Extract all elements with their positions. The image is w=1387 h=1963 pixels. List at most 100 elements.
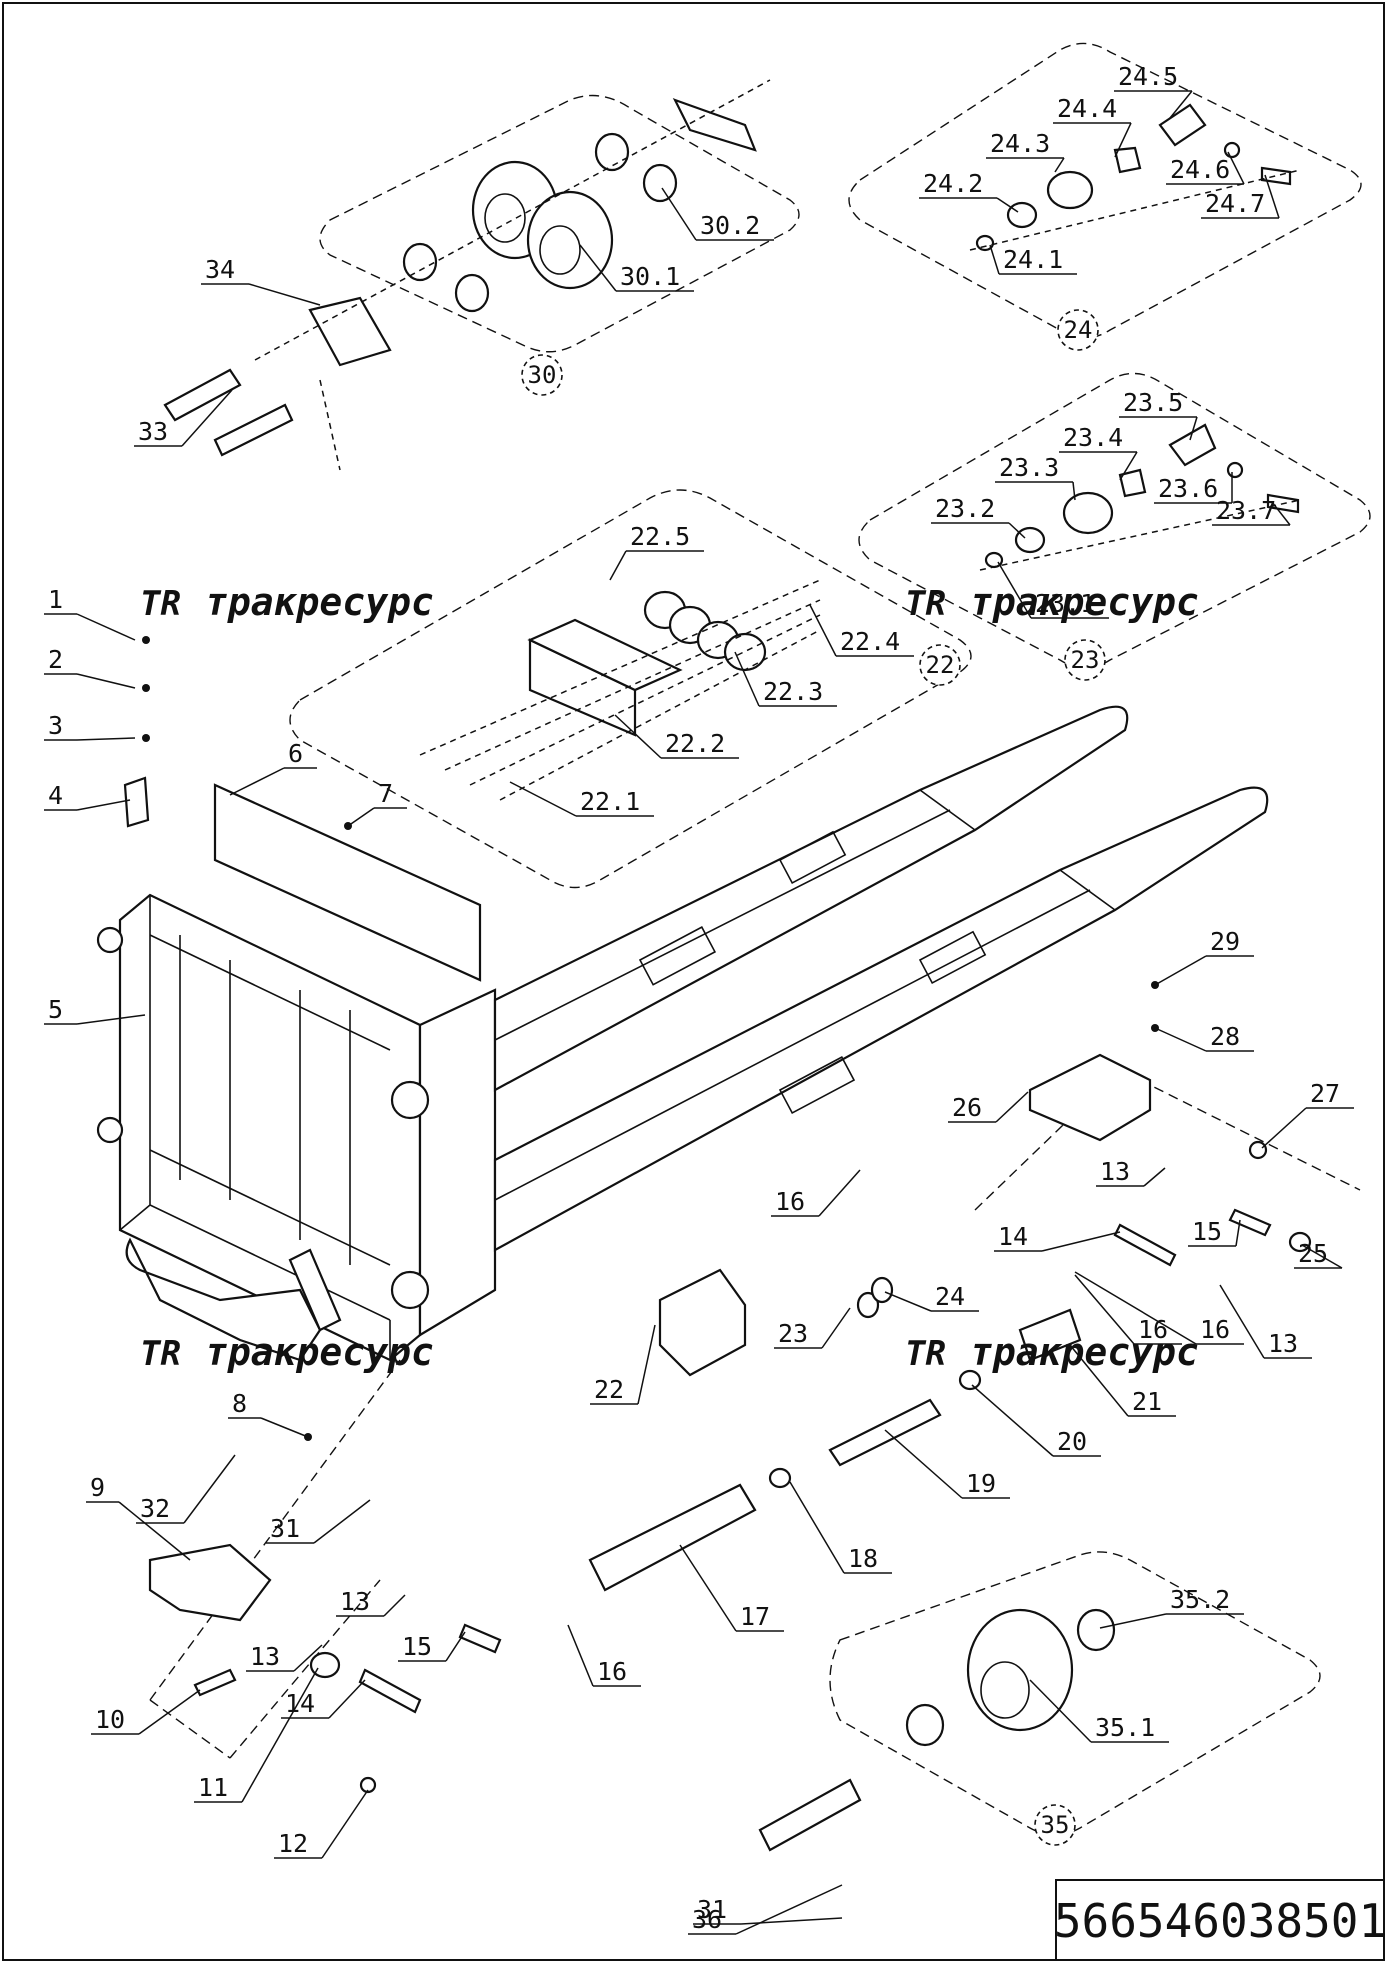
rod-19: [828, 1398, 942, 1467]
group-23-outline: [858, 372, 1371, 669]
link-plate-top: [672, 98, 757, 152]
callout-4: 4: [44, 781, 131, 811]
pin-32: [213, 403, 294, 457]
callout-15: 15: [398, 1631, 466, 1662]
callout-label: 1: [48, 585, 63, 614]
callout-label: 24: [935, 1282, 965, 1311]
callout-label: 27: [1310, 1079, 1340, 1108]
callout-9: 9: [86, 1473, 191, 1561]
callout-3: 3: [44, 711, 136, 741]
callout-21: 21: [1069, 1344, 1176, 1417]
group-35-outline: [829, 1551, 1321, 1836]
callout-label: 17: [740, 1602, 770, 1631]
bracket-26: [1028, 1053, 1152, 1142]
bush-12: [359, 1776, 377, 1794]
callout-label: 31: [270, 1514, 300, 1543]
group-circle-labels: 30 24 23 22 35: [521, 309, 1106, 1846]
callout-label: 34: [205, 255, 235, 284]
callout-35-1: 35.1: [1029, 1679, 1169, 1743]
callout-label: 23.7: [1216, 496, 1276, 525]
bolt-24-7: [1260, 166, 1292, 186]
washer-23-6: [1226, 461, 1244, 479]
callout-24-6: 24.6: [1166, 151, 1245, 185]
callout-label: 24.2: [923, 169, 983, 198]
callout-label: 10: [95, 1705, 125, 1734]
group-23-parts: [979, 423, 1301, 571]
pin-15b: [1228, 1208, 1272, 1237]
callout-25: 25: [1294, 1239, 1343, 1269]
callout-23-2: 23.2: [931, 494, 1026, 539]
callout-28: 28: [1154, 1022, 1254, 1052]
group-label-23: 23: [1064, 639, 1106, 681]
callout-label: 23.2: [935, 494, 995, 523]
callout-16: 16: [1074, 1274, 1182, 1345]
pin-14b: [1113, 1223, 1177, 1267]
callout-label: 24.4: [1057, 94, 1117, 123]
rod-17: [588, 1483, 757, 1592]
callout-24: 24: [884, 1282, 979, 1312]
callout-label: 24.7: [1205, 189, 1265, 218]
callout-label: 16: [775, 1187, 805, 1216]
callout-24-7: 24.7: [1201, 174, 1280, 219]
callout-label: 7: [378, 779, 393, 808]
callout-23-1: 23.1: [997, 561, 1109, 619]
svg-text:тракресурс: тракресурс: [970, 1330, 1199, 1374]
callout-label: 23.6: [1158, 474, 1218, 503]
callout-24-1: 24.1: [989, 244, 1077, 275]
callout-label: 8: [232, 1389, 247, 1418]
callout-label: 26: [952, 1093, 982, 1122]
group-label-35: 35: [1034, 1804, 1076, 1846]
callout-label: 2: [48, 645, 63, 674]
callout-13: 13: [246, 1642, 323, 1672]
callout-label: 22.2: [665, 729, 725, 758]
group-label-30: 30: [521, 354, 563, 396]
callout-label: 24.5: [1118, 62, 1178, 91]
callout-label: 16: [597, 1657, 627, 1686]
bracket-22: [658, 1268, 747, 1377]
callout-2: 2: [44, 645, 136, 689]
callout-27: 27: [1261, 1079, 1354, 1149]
callout-35-2: 35.2: [1099, 1585, 1244, 1629]
callout-23: 23: [774, 1307, 851, 1349]
callout-16: 16: [771, 1169, 861, 1217]
callout-label: 15: [1192, 1217, 1222, 1246]
callout-23-7: 23.7: [1212, 496, 1291, 526]
callout-label: 35.1: [1095, 1713, 1155, 1742]
wheel-30-1: [526, 190, 614, 290]
callout-label: 35.2: [1170, 1585, 1230, 1614]
group-number: 22: [926, 651, 955, 679]
callout-label: 25: [1298, 1239, 1328, 1268]
group-number: 24: [1064, 316, 1093, 344]
callout-label: 30.1: [620, 262, 680, 291]
wheel-35-1: [966, 1608, 1074, 1732]
callout-label: 18: [848, 1544, 878, 1573]
callout-label: 3: [48, 711, 63, 740]
callout-label: 13: [250, 1642, 280, 1671]
callout-22-3: 22.3: [734, 651, 837, 707]
callout-23-3: 23.3: [995, 453, 1076, 501]
callout-label: 23.4: [1063, 423, 1123, 452]
document-number-box: 566546038501: [1054, 1879, 1386, 1961]
callout-label: 13: [340, 1587, 370, 1616]
group-24-outline: [848, 42, 1362, 339]
callout-label: 31: [697, 1895, 727, 1924]
callout-label: 14: [285, 1689, 315, 1718]
clip-4: [123, 776, 150, 828]
callout-label: 16: [1200, 1315, 1230, 1344]
collar-24-3: [1046, 170, 1094, 210]
callout-label: 23: [778, 1319, 808, 1348]
svg-text:тракресурс: тракресурс: [205, 580, 434, 624]
callout-10: 10: [91, 1689, 201, 1735]
collar-23-3: [1062, 491, 1114, 535]
bracket-21: [1018, 1308, 1082, 1362]
callout-6: 6: [229, 739, 317, 796]
callout-label: 24.6: [1170, 155, 1230, 184]
callout-36: 36: [688, 1884, 843, 1935]
callout-label: 16: [1138, 1315, 1168, 1344]
callout-22-2: 22.2: [614, 714, 739, 759]
nut-24: [870, 1276, 894, 1304]
callout-23-6: 23.6: [1154, 472, 1233, 504]
